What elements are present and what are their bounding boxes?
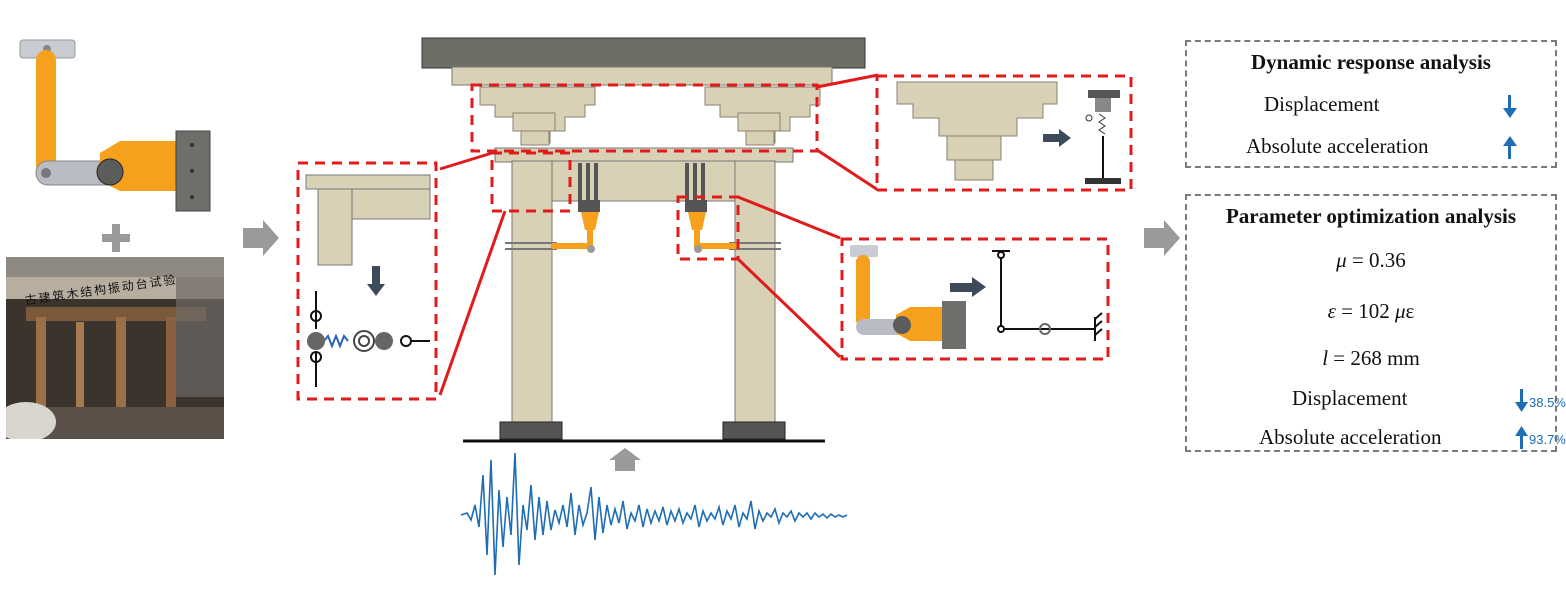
param-length: l = 268 mm (1322, 346, 1420, 370)
frame-damper-right (685, 163, 737, 253)
flow-arrow-icon (243, 220, 279, 256)
dynamic-acceleration-label: Absolute acceleration (1246, 134, 1429, 158)
excitation-arrow-icon (609, 448, 641, 471)
arrow-down-icon (367, 266, 385, 296)
result-displacement-value: 38.5% (1529, 395, 1566, 410)
column-left (511, 160, 553, 424)
damper-rotation-disk (96, 158, 124, 186)
parameter-optimization-panel: Parameter optimization analysis μ = 0.36… (1185, 194, 1566, 452)
param-mu: μ = 0.36 (1336, 248, 1406, 272)
bracket-spring-model (1085, 90, 1121, 184)
top-mass-block (421, 37, 866, 69)
arrow-down-icon (1515, 389, 1528, 412)
param-epsilon: ε = 102 με (1327, 299, 1415, 323)
arrow-up-icon (1503, 136, 1517, 159)
arrow-right-icon (1043, 129, 1071, 147)
joint-spring-model (310, 291, 430, 387)
dougong-bracket-right (704, 86, 821, 146)
arrow-down-icon (1503, 95, 1517, 118)
arrow-right-icon (950, 277, 986, 297)
column-right (734, 160, 776, 424)
result-acceleration-value: 93.7% (1529, 432, 1566, 447)
plus-icon (102, 224, 130, 252)
flow-arrow-icon (1144, 220, 1180, 256)
dynamic-response-title: Dynamic response analysis (1251, 50, 1491, 74)
highlight-bracket-zone (470, 83, 819, 153)
dynamic-response-panel: Dynamic response analysis Displacement A… (1185, 40, 1557, 168)
column-base-left (499, 421, 563, 440)
joint-detail-inset (296, 161, 438, 401)
damper-vertical-arm (36, 50, 56, 175)
roof-beam (451, 66, 833, 86)
dougong-bracket-left (479, 86, 596, 146)
damper-detail-inset (840, 237, 1110, 361)
highlight-joint-zone (490, 151, 572, 213)
bracket-detail-inset (875, 74, 1133, 192)
timber-frame-model (421, 37, 879, 576)
damper-drawing (19, 39, 211, 212)
dynamic-displacement-label: Displacement (1264, 92, 1380, 116)
highlight-damper-zone (676, 195, 740, 261)
column-base-right (722, 421, 786, 440)
optimization-title: Parameter optimization analysis (1225, 204, 1517, 228)
result-displacement-label: Displacement (1292, 386, 1408, 410)
arrow-up-icon (1515, 426, 1528, 449)
result-acceleration-label: Absolute acceleration (1259, 425, 1442, 449)
shake-table-photo: 古建筑木结构振动台试验 (6, 257, 224, 439)
frame-damper-left (552, 163, 600, 253)
damper-spring-model (992, 250, 1103, 341)
ground-motion-wave (460, 452, 848, 576)
